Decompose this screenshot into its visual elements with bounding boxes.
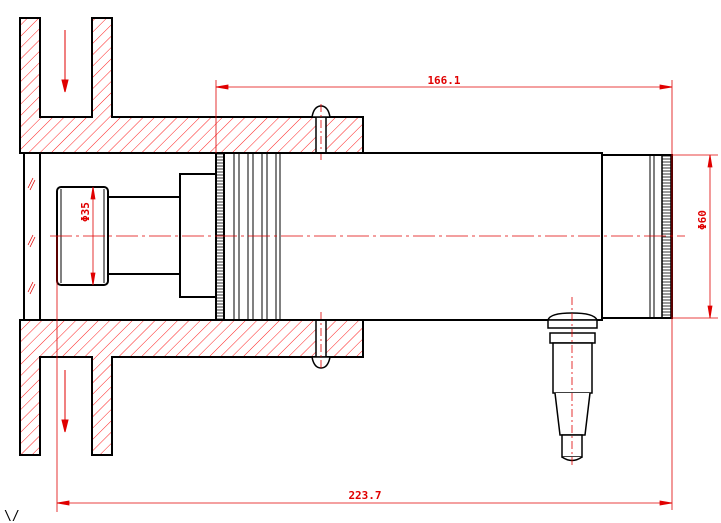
screw-top (311, 104, 331, 160)
screw-bottom (311, 312, 331, 370)
upper-housing-section (19, 17, 364, 154)
dimension-outer-diameter: Φ60 (696, 210, 709, 230)
dimension-tube-length: 166.1 (427, 74, 460, 87)
lower-housing-section (19, 319, 364, 456)
glass-marks (27, 177, 36, 295)
knurl-rings: (function(){ var g=document.currentScrip… (216, 153, 672, 320)
dimension-inner-diameter: Φ35 (79, 202, 92, 222)
lens-front-cylinder (56, 173, 217, 298)
dimension-overall-length: 223.7 (348, 489, 381, 502)
cable-connector (547, 297, 599, 465)
dimension-lines (56, 80, 718, 512)
flow-arrows (61, 30, 69, 433)
corner-mark: \/ (4, 509, 20, 523)
main-tube (215, 152, 673, 321)
